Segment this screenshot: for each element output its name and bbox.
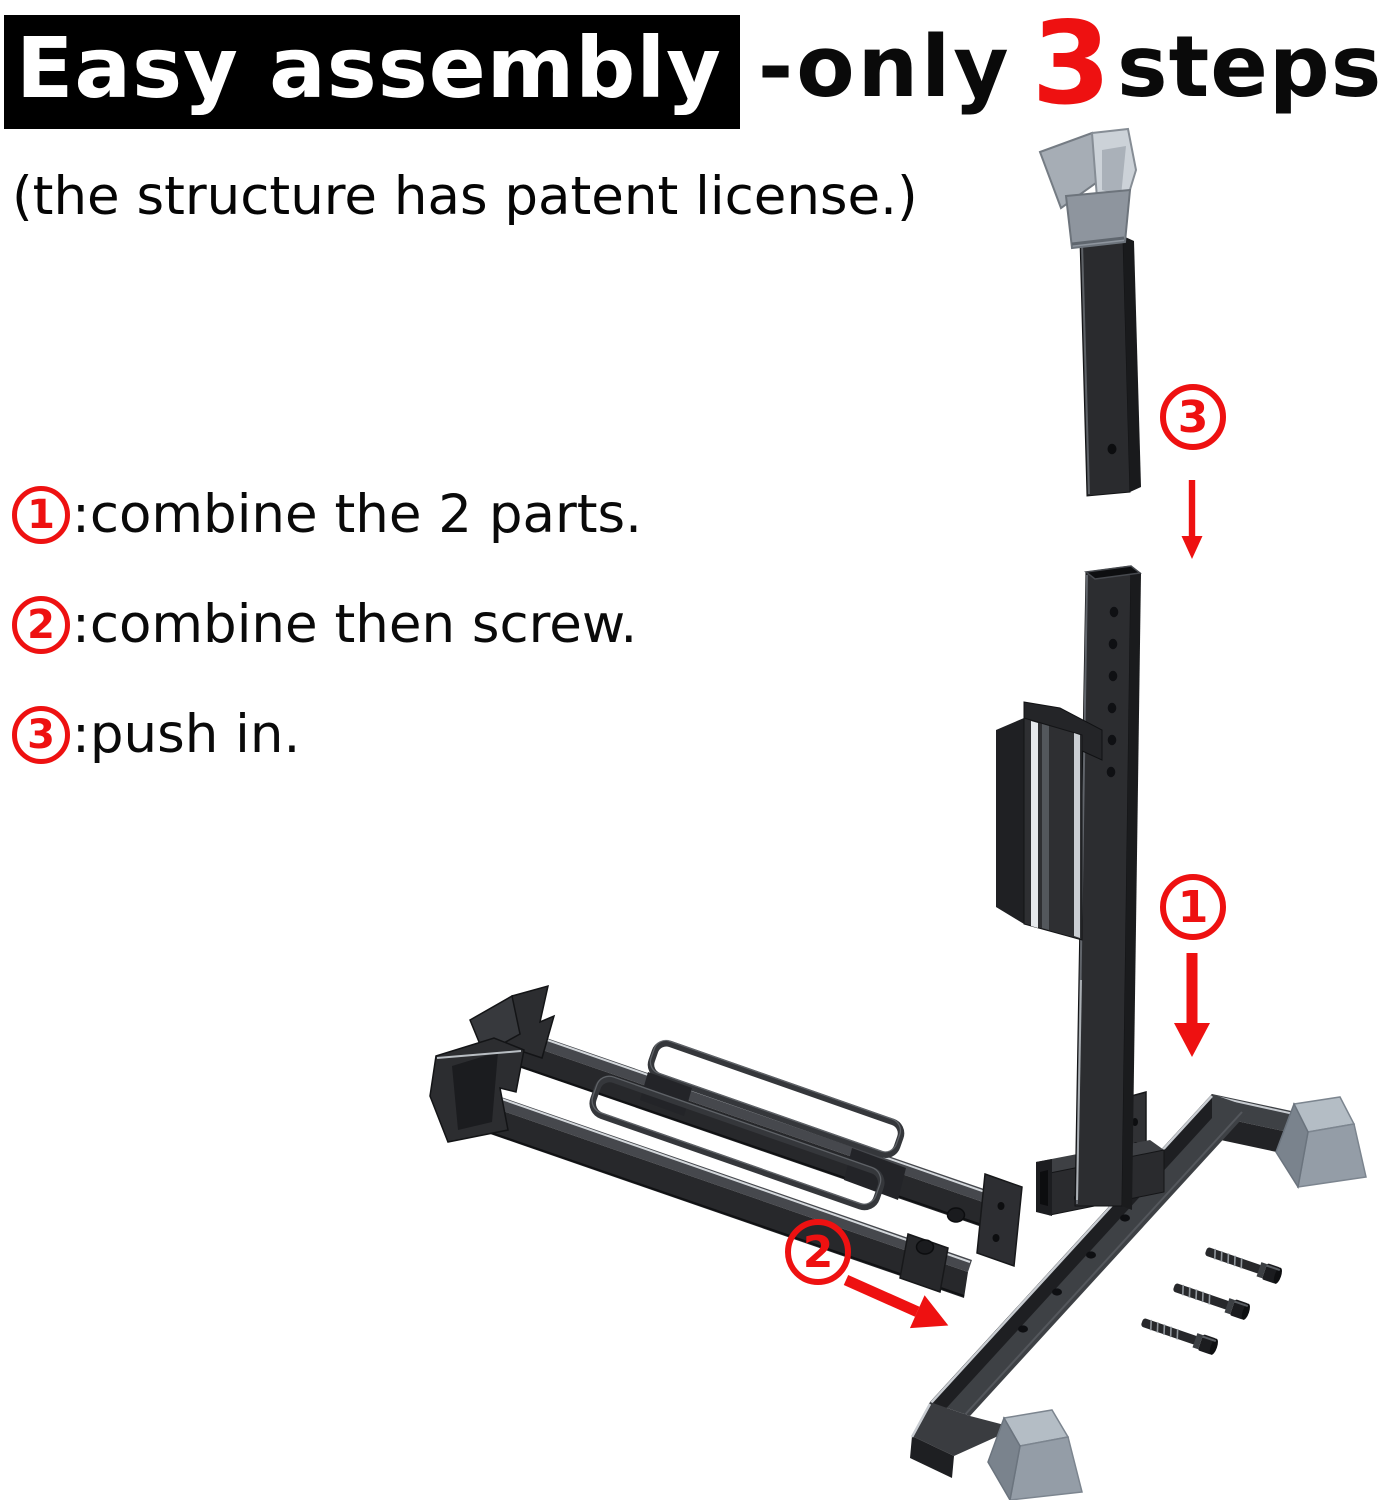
step-row-2: 2 :combine then screw. <box>12 594 637 655</box>
step-3-arrow-icon <box>1181 480 1203 559</box>
holder-bracket-icon <box>996 701 1103 941</box>
step-row-1: 1 :combine the 2 parts. <box>12 484 642 545</box>
title-dash-word: -only <box>757 17 1012 117</box>
step-3-marker: 3 <box>1160 384 1226 450</box>
upright-pole-part <box>996 565 1165 1216</box>
patent-note: (the structure has patent license.) <box>12 166 918 227</box>
hook-icon <box>1038 127 1138 250</box>
step-2-marker: 2 <box>785 1219 851 1285</box>
rubber-foot-bottom-icon <box>987 1409 1083 1500</box>
step-2-arrow-icon <box>843 1274 949 1329</box>
page-title: Easy assembly -only 3 steps. <box>4 7 1385 130</box>
title-suffix: steps. <box>1116 17 1385 117</box>
screws-part <box>1141 1247 1282 1355</box>
step-1-number-icon: 1 <box>12 485 70 544</box>
step-2-label: :combine then screw. <box>72 594 638 655</box>
step-2-number-icon: 2 <box>12 595 70 654</box>
top-tube-part <box>1038 127 1141 497</box>
title-highlight: Easy assembly <box>4 15 740 129</box>
step-row-3: 3 :push in. <box>12 704 300 765</box>
title-step-count: 3 <box>1031 0 1111 130</box>
step-1-marker: 1 <box>1160 874 1226 940</box>
wheel-rail-part <box>429 984 1023 1298</box>
step-3-label: :push in. <box>72 704 301 765</box>
step-3-number-icon: 3 <box>12 705 70 764</box>
step-1-arrow-icon <box>1174 953 1210 1057</box>
rubber-foot-right-icon <box>1275 1096 1367 1190</box>
step-1-label: :combine the 2 parts. <box>72 484 643 545</box>
